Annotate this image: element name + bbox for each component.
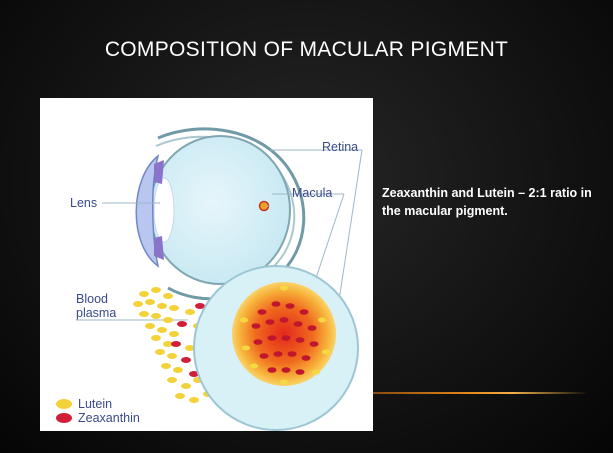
blood-plasma-label-line2: plasma — [76, 306, 116, 320]
macula-label: Macula — [292, 186, 332, 200]
legend-lutein-label: Lutein — [78, 397, 112, 411]
lutein-swatch — [56, 399, 72, 409]
zeaxanthin-swatch — [56, 413, 72, 423]
accent-divider — [373, 392, 588, 394]
legend-zeaxanthin-label: Zeaxanthin — [78, 411, 140, 425]
macular-pigment-figure: Retina Lens Macula Blood plasma Lutein Z… — [40, 98, 373, 431]
slide-title: COMPOSITION OF MACULAR PIGMENT — [0, 38, 613, 62]
lens-shape — [154, 178, 174, 242]
ratio-caption: Zeaxanthin and Lutein – 2:1 ratio in the… — [382, 184, 597, 220]
retina-label: Retina — [322, 140, 358, 154]
blood-plasma-label-line1: Blood — [76, 292, 108, 306]
lens-label: Lens — [70, 196, 97, 210]
